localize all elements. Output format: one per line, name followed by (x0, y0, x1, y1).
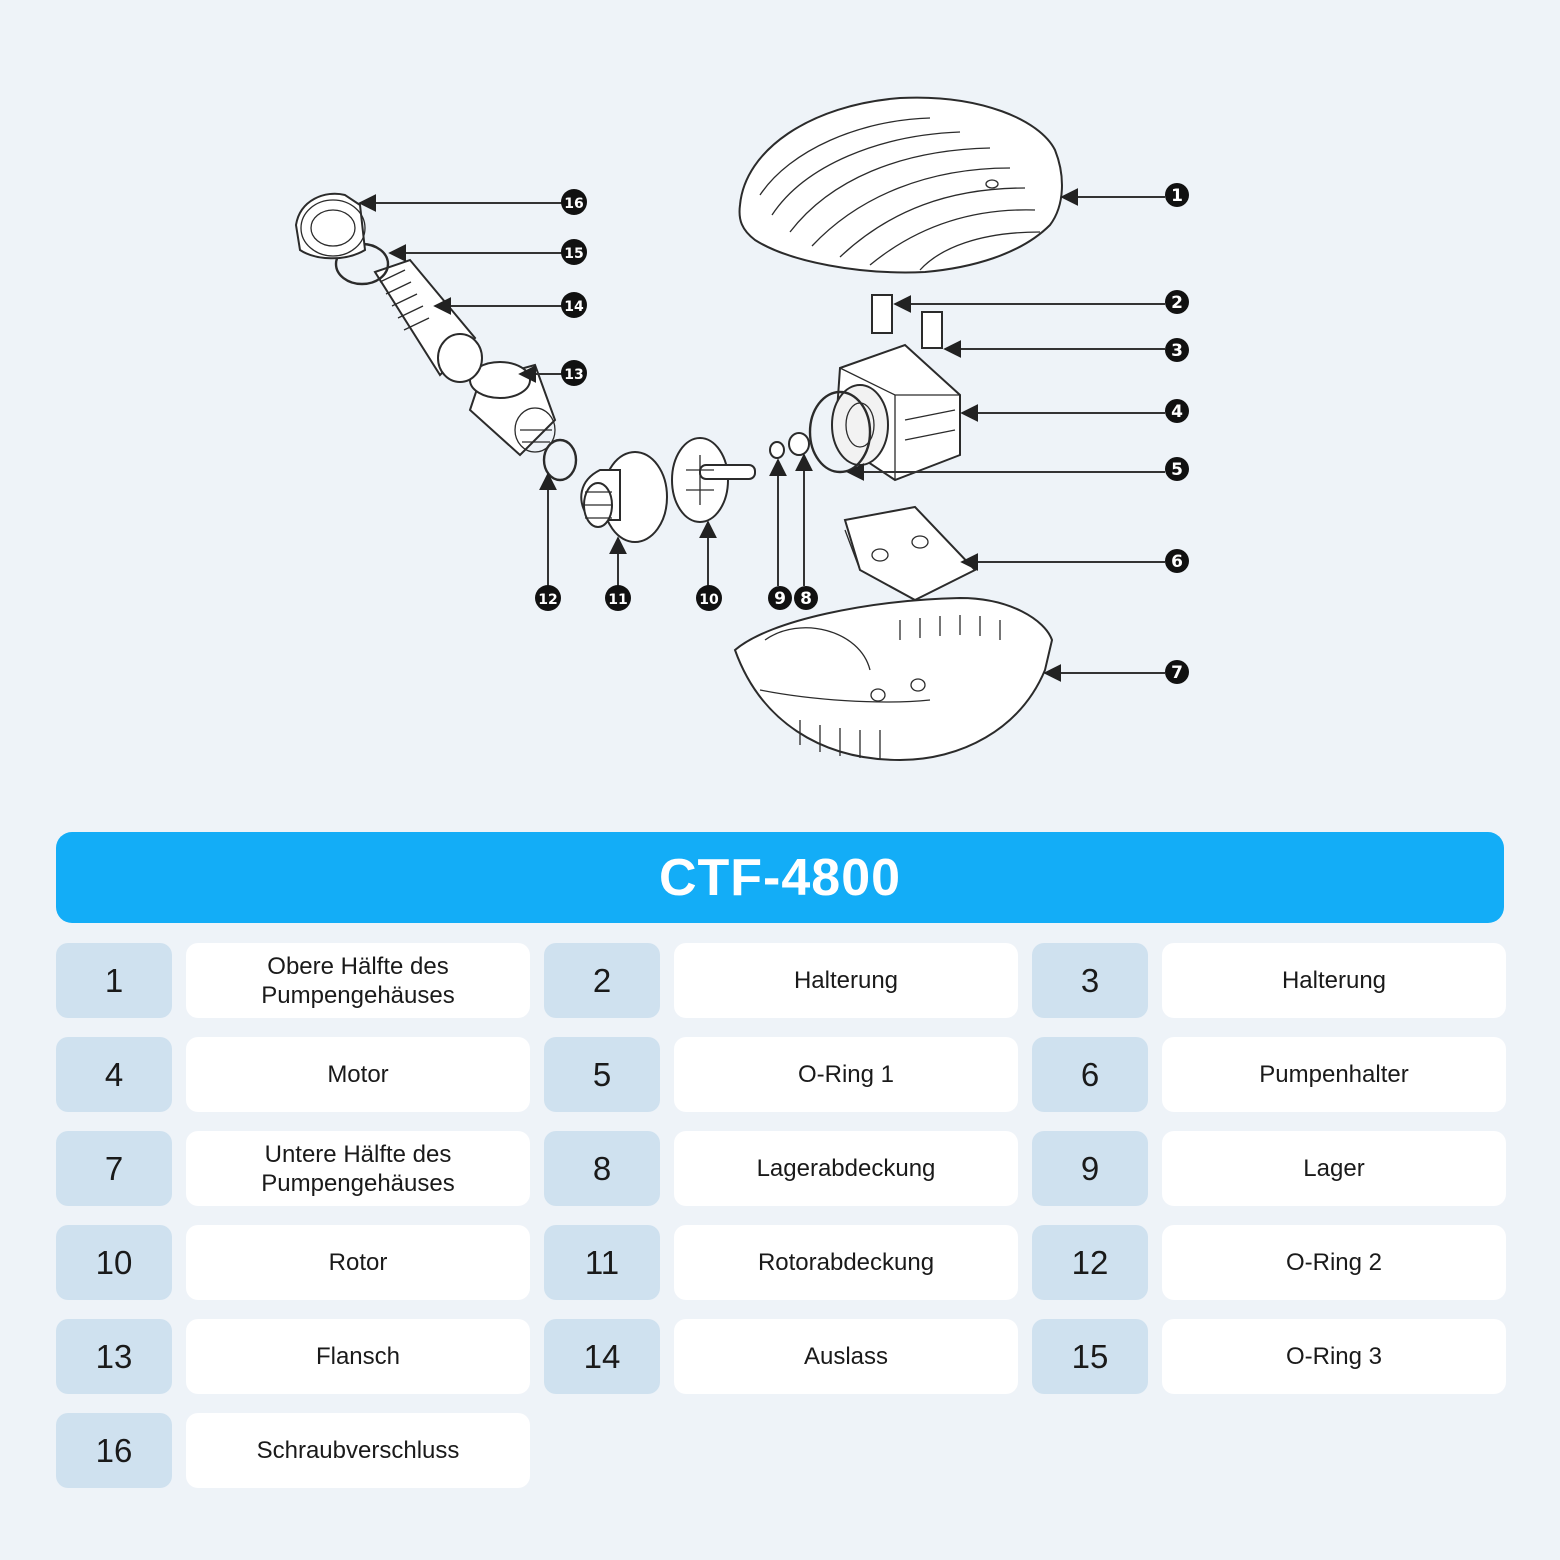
part-number: 4 (56, 1037, 172, 1112)
part-name: Halterung (1162, 943, 1506, 1018)
svg-text:7: 7 (1171, 663, 1183, 683)
svg-text:3: 3 (1171, 341, 1183, 361)
part-name: Lager (1162, 1131, 1506, 1206)
model-title: CTF-4800 (658, 848, 902, 907)
part-number: 5 (544, 1037, 660, 1112)
part-number: 1 (56, 943, 172, 1018)
svg-text:9: 9 (774, 589, 786, 609)
part-name: Rotorabdeckung (674, 1225, 1018, 1300)
part-bearing (769, 441, 785, 459)
model-title-bar: CTF-4800 (56, 832, 1504, 923)
svg-text:4: 4 (1171, 402, 1183, 422)
svg-text:16: 16 (564, 196, 583, 212)
callout-1: 1 (1165, 183, 1189, 207)
callout-9: 9 (768, 586, 792, 610)
part-lower-housing (733, 596, 1054, 762)
svg-text:12: 12 (538, 592, 557, 608)
part-rotor (671, 437, 756, 523)
part-o-ring-1 (808, 390, 872, 474)
callout-10: 10 (696, 585, 722, 611)
callout-2: 2 (1165, 290, 1189, 314)
part-number: 12 (1032, 1225, 1148, 1300)
svg-text:8: 8 (800, 589, 812, 609)
part-number: 16 (56, 1413, 172, 1488)
part-name: O-Ring 2 (1162, 1225, 1506, 1300)
part-number: 9 (1032, 1131, 1148, 1206)
part-bearing-cover (788, 432, 810, 456)
part-motor (831, 343, 961, 482)
part-flange (468, 361, 557, 457)
callout-4: 4 (1165, 399, 1189, 423)
part-name: O-Ring 1 (674, 1037, 1018, 1112)
part-number: 8 (544, 1131, 660, 1206)
callout-3: 3 (1165, 338, 1189, 362)
part-number: 11 (544, 1225, 660, 1300)
part-outlet (373, 258, 483, 383)
part-number: 2 (544, 943, 660, 1018)
part-screw-cap (294, 192, 367, 260)
part-name: Halterung (674, 943, 1018, 1018)
part-name: Lagerabdeckung (674, 1131, 1018, 1206)
part-name: Flansch (186, 1319, 530, 1394)
svg-text:13: 13 (564, 367, 583, 383)
part-name: Motor (186, 1037, 530, 1112)
svg-text:6: 6 (1171, 552, 1183, 572)
svg-text:10: 10 (699, 592, 719, 608)
callout-16: 16 (561, 189, 587, 215)
part-number: 7 (56, 1131, 172, 1206)
part-name: Schraubverschluss (186, 1413, 530, 1488)
part-upper-housing (738, 96, 1063, 274)
part-o-ring-2 (542, 438, 578, 482)
part-bracket-2 (871, 294, 893, 334)
part-rotor-cover (580, 451, 668, 543)
svg-text:1: 1 (1171, 186, 1183, 206)
svg-text:5: 5 (1171, 460, 1183, 480)
part-name: Untere Hälfte des Pumpengehäuses (186, 1131, 530, 1206)
svg-text:2: 2 (1171, 293, 1183, 313)
part-number: 15 (1032, 1319, 1148, 1394)
part-number: 6 (1032, 1037, 1148, 1112)
part-number: 14 (544, 1319, 660, 1394)
part-name: Auslass (674, 1319, 1018, 1394)
part-number: 3 (1032, 943, 1148, 1018)
part-name: Rotor (186, 1225, 530, 1300)
exploded-view-diagram: 1 2 3 4 5 6 7 8 9 10 11 12 13 14 15 16 (294, 96, 1189, 762)
callout-15: 15 (561, 239, 587, 265)
part-name: O-Ring 3 (1162, 1319, 1506, 1394)
callout-6: 6 (1165, 549, 1189, 573)
svg-text:15: 15 (564, 246, 583, 262)
part-bracket-3 (921, 311, 943, 349)
callout-13: 13 (561, 360, 587, 386)
parts-legend-grid: 1 Obere Hälfte des Pumpengehäuses 2 Halt… (56, 943, 1506, 1488)
svg-text:14: 14 (564, 299, 584, 315)
part-name: Pumpenhalter (1162, 1037, 1506, 1112)
svg-text:11: 11 (608, 592, 627, 608)
callout-5: 5 (1165, 457, 1189, 481)
callout-12: 12 (535, 585, 561, 611)
part-name: Obere Hälfte des Pumpengehäuses (186, 943, 530, 1018)
part-number: 10 (56, 1225, 172, 1300)
callout-8: 8 (794, 586, 818, 610)
callout-7: 7 (1165, 660, 1189, 684)
callout-11: 11 (605, 585, 631, 611)
part-number: 13 (56, 1319, 172, 1394)
callout-14: 14 (561, 292, 587, 318)
part-pump-holder (843, 505, 977, 610)
